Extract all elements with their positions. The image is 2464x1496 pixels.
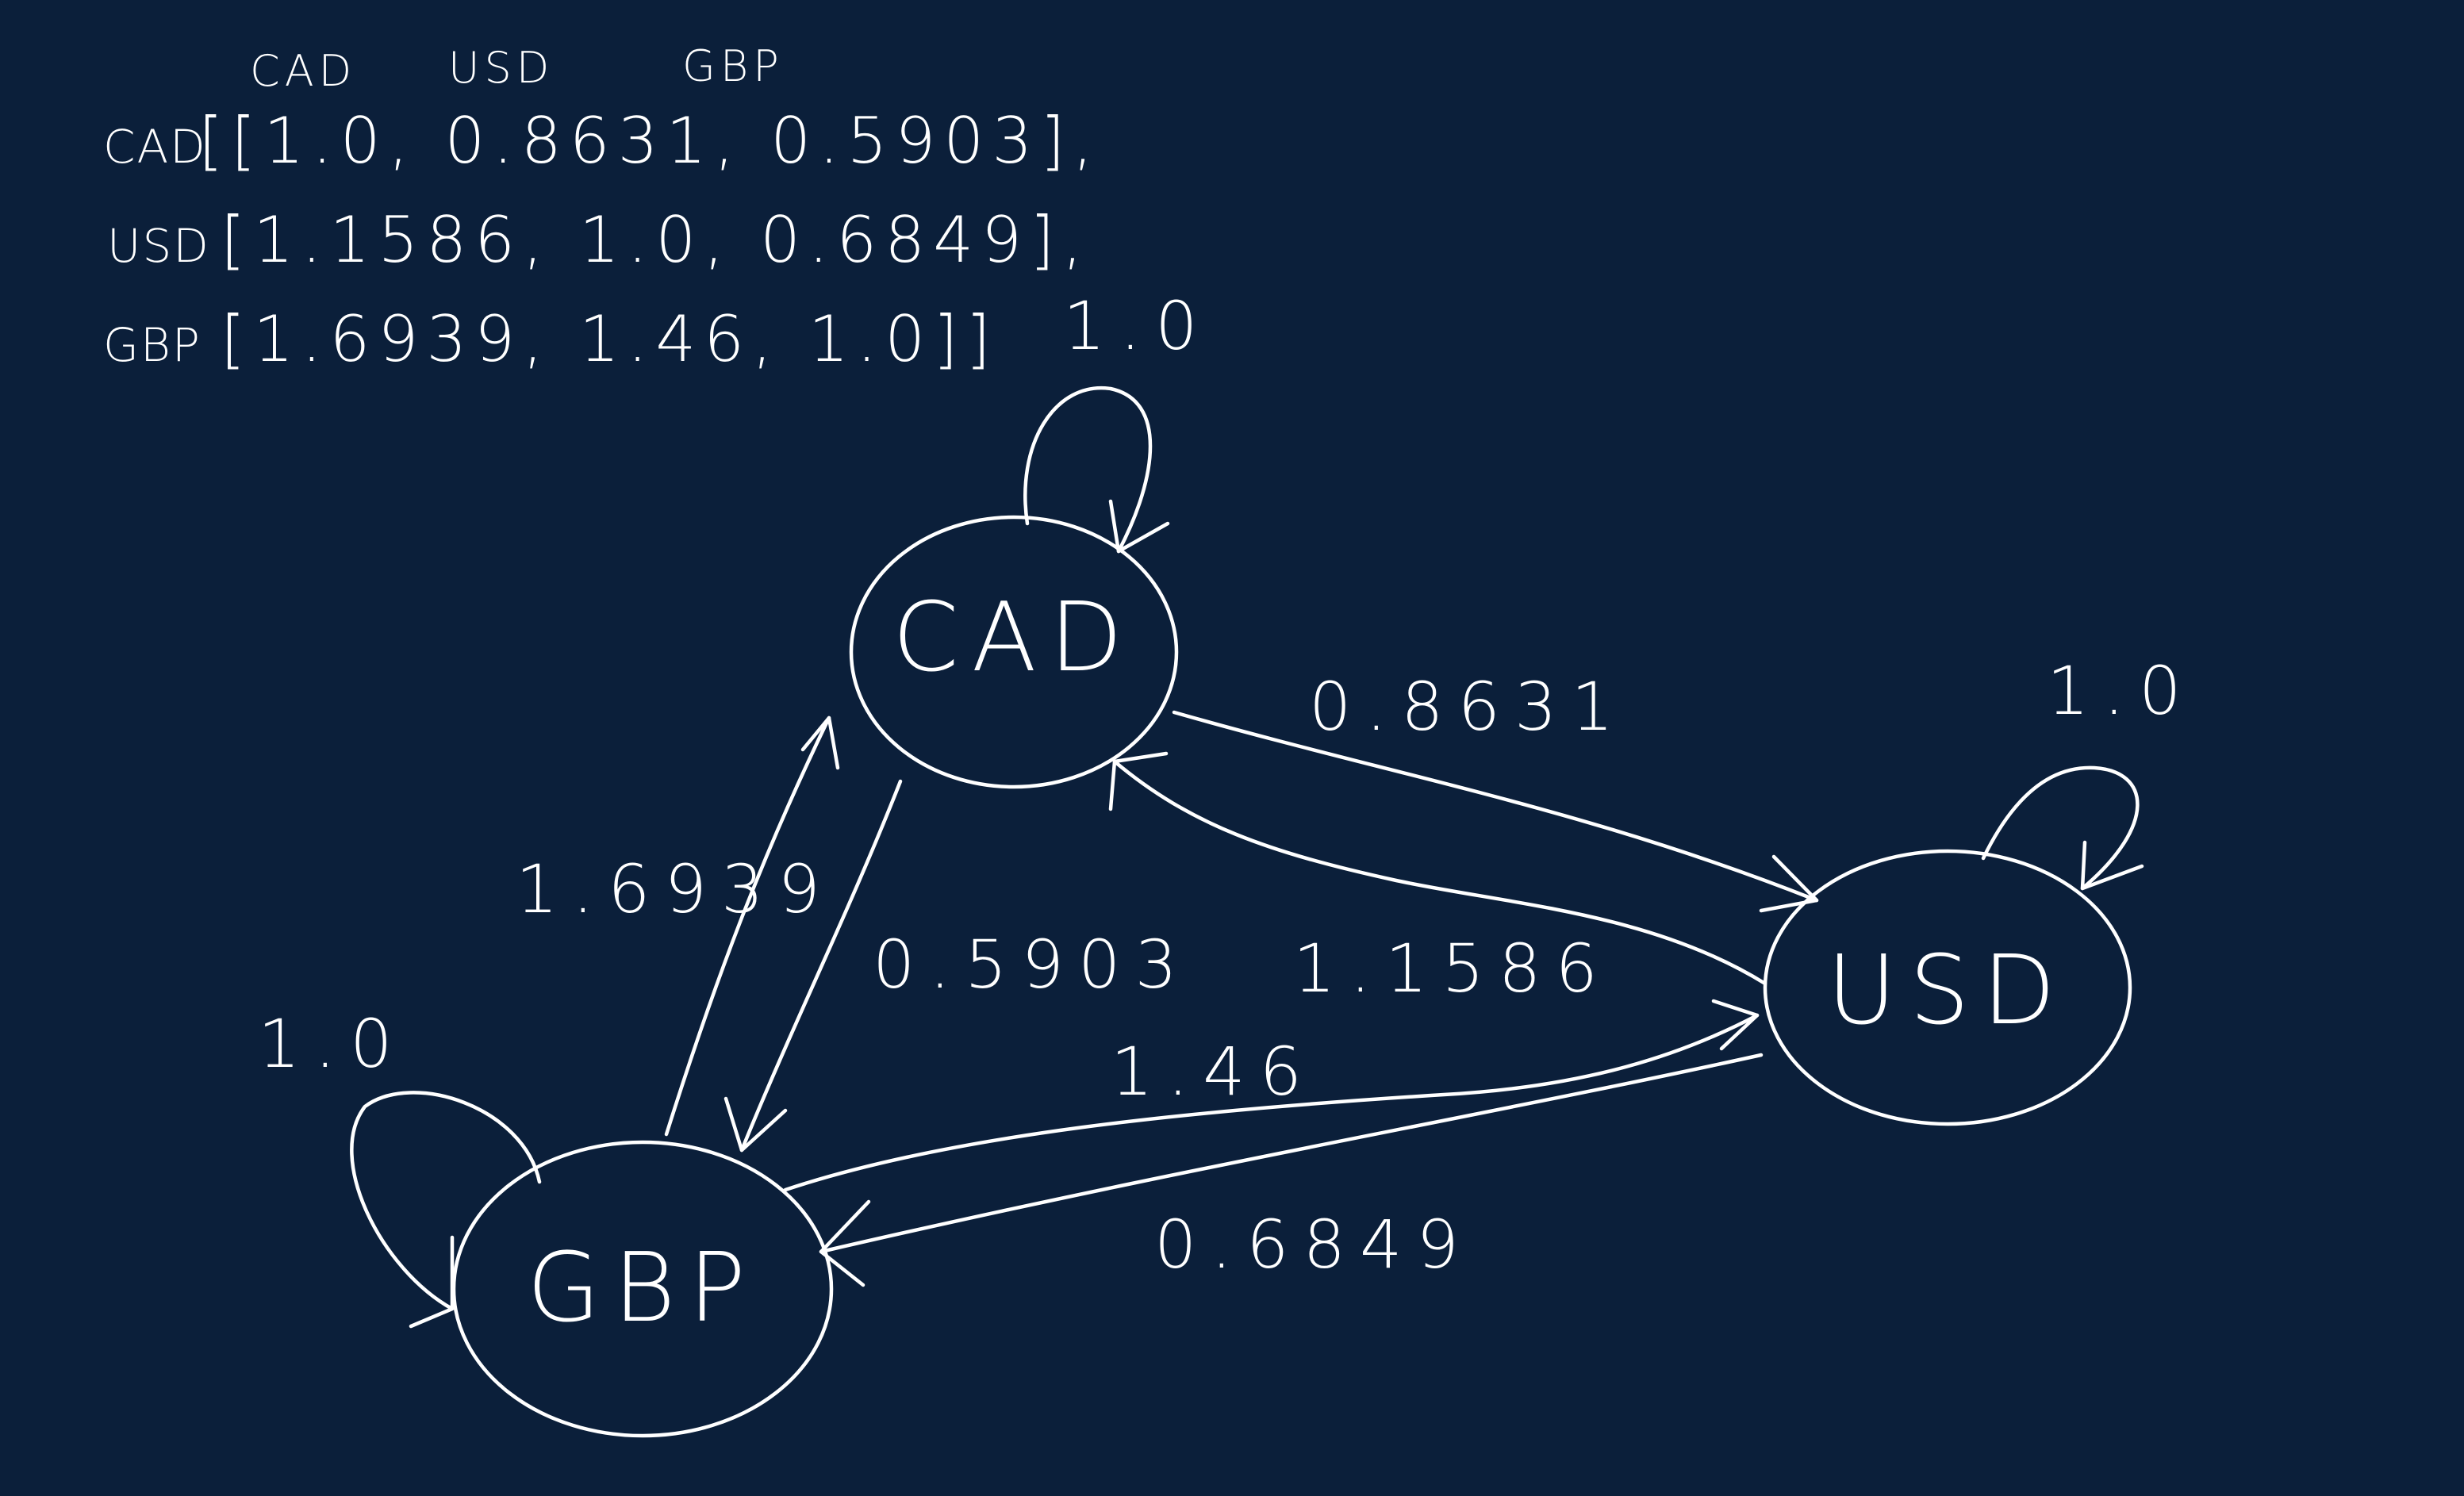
edge-label-cad-gbp: 0.5903: [873, 926, 1192, 1003]
matrix-row-label-usd: USD: [107, 219, 210, 273]
edge-label-gbp-cad: 1.6939: [516, 850, 835, 928]
edge-label-cad-usd: 0.8631: [1309, 668, 1628, 746]
edge-gbp-cad: 1.6939: [516, 715, 840, 1137]
node-cad: CAD: [849, 515, 1179, 789]
loop-usd-line: [1981, 765, 2140, 891]
edge-cad-cad: 1.0: [1023, 287, 1212, 554]
loop-cad-line: [1023, 386, 1153, 554]
arrowhead-gbp-loop: [409, 1235, 455, 1329]
edge-usd-gbp-arrowhead: [819, 1199, 871, 1287]
edge-gbp-cad-line: [664, 715, 831, 1137]
arrowhead-cad-loop: [1108, 499, 1170, 554]
edge-usd-cad: 1.1586: [1108, 751, 1767, 1007]
node-cad-circle: [849, 515, 1179, 789]
edge-label-usd-usd: 1.0: [2047, 652, 2196, 730]
edge-cad-gbp-line: [739, 779, 903, 1153]
matrix-row-gbp: [1.6939, 1.46, 1.0]]: [221, 302, 999, 376]
matrix-row-cad: [[1.0, 0.8631, 0.5903],: [198, 104, 1101, 178]
edge-gbp-usd-line: [783, 1013, 1760, 1192]
edge-usd-cad-line: [1112, 759, 1767, 986]
edge-label-usd-gbp: 0.6849: [1154, 1206, 1473, 1283]
loop-gbp-line: [350, 1091, 542, 1311]
node-cad-label: CAD: [892, 583, 1135, 693]
matrix-row-label-gbp: GBP: [103, 318, 201, 372]
edge-usd-usd: 1.0: [1981, 652, 2196, 891]
matrix-row-label-cad: CAD: [103, 120, 207, 174]
edge-cad-usd-line: [1172, 710, 1819, 903]
edge-cad-gbp-arrowhead: [723, 1096, 788, 1153]
node-gbp: GBP: [451, 1140, 834, 1438]
rate-matrix: CAD USD GBP CAD [[1.0, 0.8631, 0.5903], …: [103, 41, 1101, 376]
edge-label-usd-cad: 1.1586: [1293, 930, 1612, 1007]
matrix-row-usd: [1.1586, 1.0, 0.6849],: [221, 203, 1091, 277]
arrowhead-usd-loop: [2080, 840, 2144, 891]
edge-gbp-cad-arrowhead: [800, 715, 840, 770]
edge-cad-usd-arrowhead: [1759, 854, 1819, 913]
edge-label-gbp-gbp: 1.0: [258, 1005, 407, 1083]
matrix-col-header-cad: CAD: [250, 46, 356, 96]
node-usd-circle: [1763, 849, 2132, 1126]
edge-cad-gbp: 0.5903: [723, 779, 1192, 1153]
matrix-col-header-usd: USD: [448, 43, 554, 93]
edge-usd-gbp-line: [819, 1053, 1764, 1254]
edge-label-cad-cad: 1.0: [1063, 287, 1212, 365]
edge-gbp-usd: 1.46: [783, 999, 1760, 1192]
edge-label-gbp-usd: 1.46: [1111, 1033, 1316, 1110]
node-gbp-label: GBP: [527, 1233, 758, 1344]
edge-cad-usd: 0.8631: [1172, 668, 1819, 913]
edge-gbp-usd-arrowhead: [1711, 999, 1760, 1051]
edge-gbp-gbp: 1.0: [258, 1005, 542, 1329]
node-usd: USD: [1763, 849, 2132, 1126]
node-usd-label: USD: [1827, 936, 2068, 1046]
edge-usd-cad-arrowhead: [1108, 751, 1169, 811]
edge-usd-gbp: 0.6849: [819, 1053, 1764, 1287]
matrix-col-header-gbp: GBP: [682, 41, 784, 91]
